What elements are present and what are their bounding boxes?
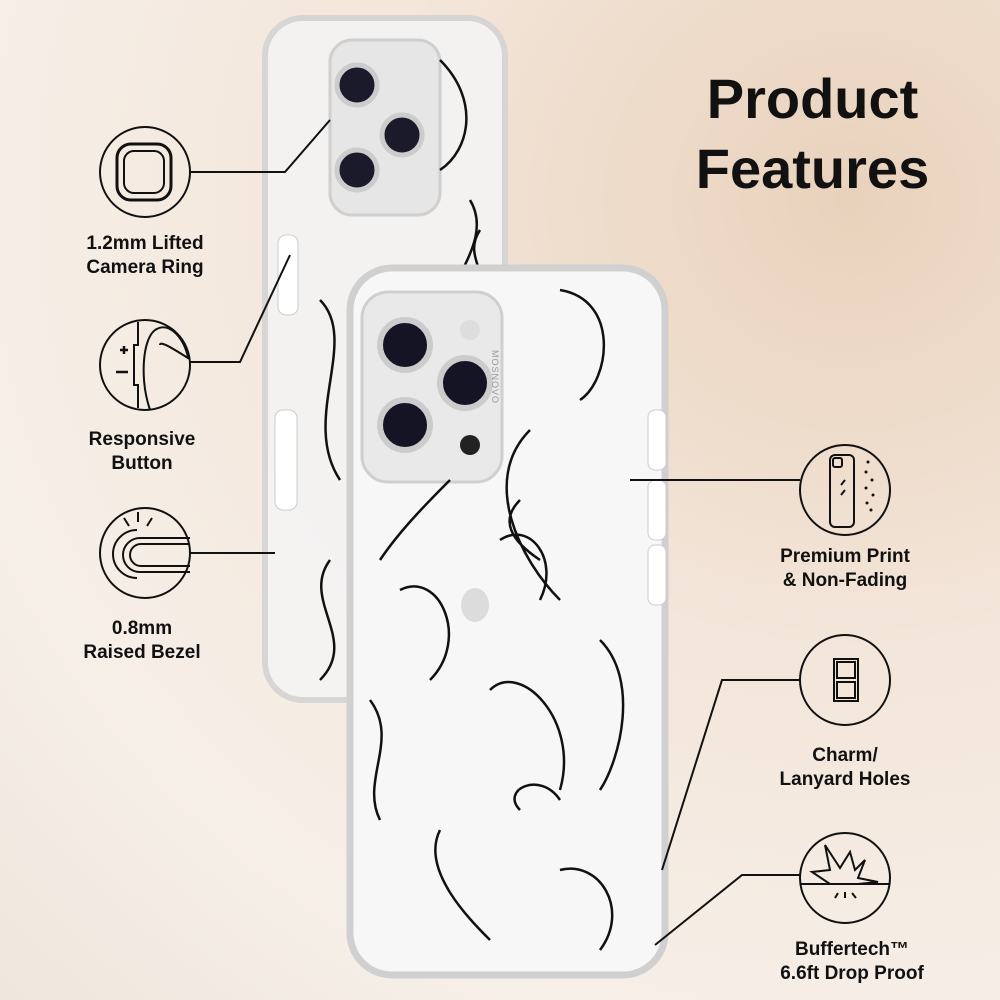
feature-label-raised-bezel: 0.8mm Raised Bezel — [32, 617, 252, 665]
feature-label-responsive-button: Responsive Button — [32, 428, 252, 476]
feature-line: Charm/ — [812, 745, 878, 766]
print-icon — [799, 444, 891, 536]
drop-proof-icon — [799, 832, 891, 924]
feature-label-camera-ring: 1.2mm Lifted Camera Ring — [35, 232, 255, 280]
title-line-1: Product — [706, 67, 919, 130]
feature-line: & Non-Fading — [782, 570, 908, 591]
feature-line: Button — [111, 453, 173, 474]
brand-logo: MOSNOVO — [490, 350, 500, 404]
title-line-2: Features — [695, 137, 930, 200]
feature-line: Premium Print — [780, 546, 910, 567]
feature-line: Lanyard Holes — [779, 769, 911, 790]
feature-line: Responsive — [88, 429, 196, 450]
feature-line: Camera Ring — [86, 257, 204, 278]
camera-ring-icon — [99, 126, 191, 218]
raised-bezel-icon — [99, 507, 191, 599]
lanyard-holes-icon — [799, 634, 891, 726]
feature-line: Buffertech™ — [794, 939, 909, 960]
brand-text: MOSNOVO — [490, 350, 500, 405]
page-title: Product Features — [640, 64, 985, 204]
front-phone-case — [346, 264, 669, 979]
connector-lines — [190, 119, 800, 946]
button-press-icon — [99, 319, 191, 411]
feature-line: 1.2mm Lifted — [86, 233, 204, 254]
feature-line: 6.6ft Drop Proof — [780, 963, 924, 984]
feature-label-lanyard-holes: Charm/ Lanyard Holes — [735, 744, 955, 792]
feature-label-premium-print: Premium Print & Non-Fading — [735, 545, 955, 593]
feature-line: 0.8mm — [111, 618, 173, 639]
feature-line: Raised Bezel — [83, 642, 201, 663]
feature-label-drop-proof: Buffertech™ 6.6ft Drop Proof — [742, 938, 962, 986]
